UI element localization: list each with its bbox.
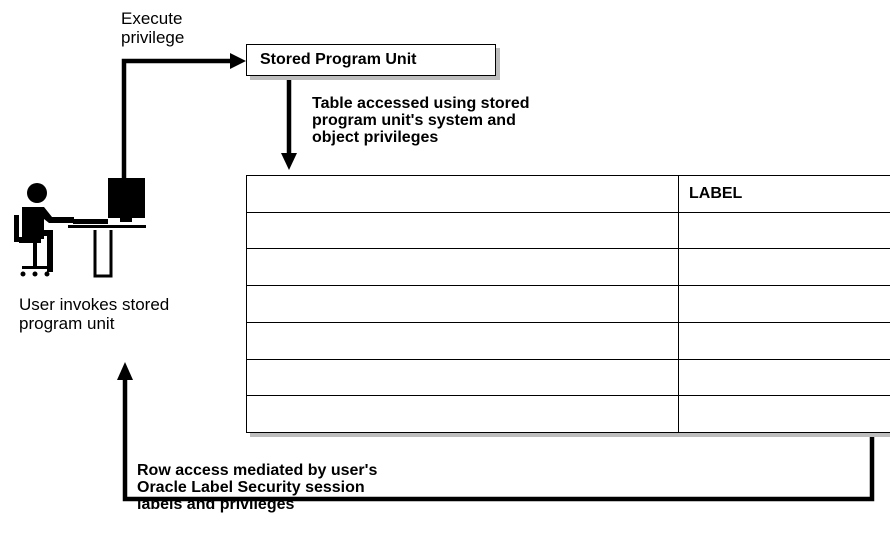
- table-cell: [678, 321, 890, 360]
- table-row: [246, 321, 890, 360]
- table-cell: [246, 285, 679, 323]
- table-access-arrow: [281, 80, 297, 170]
- table-cell: [246, 211, 679, 250]
- table-cell: [678, 395, 890, 433]
- table-row: [246, 285, 890, 323]
- table-cell: [678, 285, 890, 323]
- execute-arrow: [121, 53, 246, 178]
- stored-program-unit-box: Stored Program Unit: [246, 44, 496, 76]
- table-row: [246, 395, 890, 433]
- table-cell: [246, 248, 679, 287]
- row-access-label: Row access mediated by user's Oracle Lab…: [137, 462, 378, 513]
- data-table: LABEL: [246, 175, 890, 433]
- user-invokes-label: User invokes stored program unit: [19, 295, 170, 333]
- row-access-arrow: [117, 362, 875, 502]
- user-at-computer-icon: [14, 178, 146, 278]
- table-header-row: LABEL: [246, 175, 890, 213]
- table-cell: [246, 321, 679, 360]
- table-row: [246, 248, 890, 287]
- table-cell: [246, 358, 679, 397]
- table-row: [246, 211, 890, 250]
- table-cell: [678, 358, 890, 397]
- table-cell: [678, 248, 890, 287]
- table-cell: [678, 211, 890, 250]
- table-cell: [246, 395, 679, 433]
- execute-privilege-label: Execute privilege: [121, 9, 185, 47]
- column-header: [246, 175, 679, 213]
- label-column-header: LABEL: [678, 175, 890, 213]
- table-access-label: Table accessed using stored program unit…: [312, 95, 530, 146]
- table-row: [246, 358, 890, 397]
